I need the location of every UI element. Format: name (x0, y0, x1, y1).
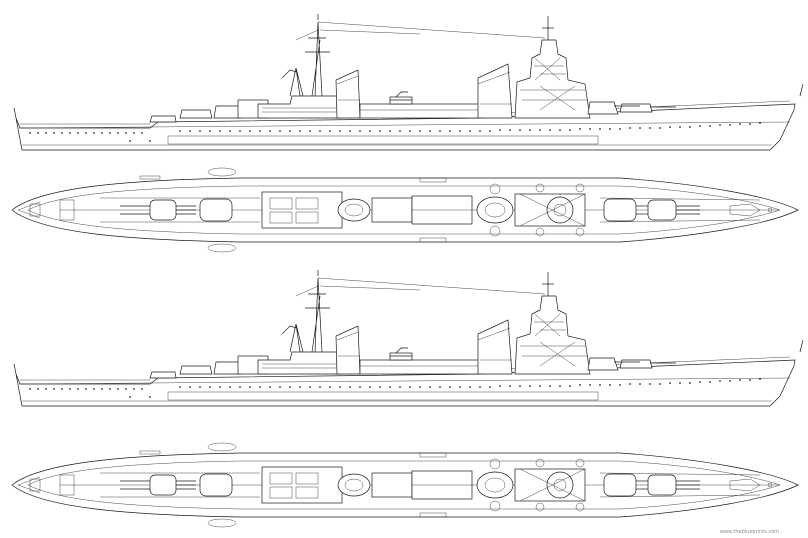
side-profile-view-2 (13, 269, 804, 407)
deck-plan-view-1 (11, 167, 799, 253)
side-profile-view-1 (13, 13, 804, 151)
watermark: www.theblueprints.com (720, 529, 779, 535)
deck-plan-view-2 (11, 442, 799, 528)
